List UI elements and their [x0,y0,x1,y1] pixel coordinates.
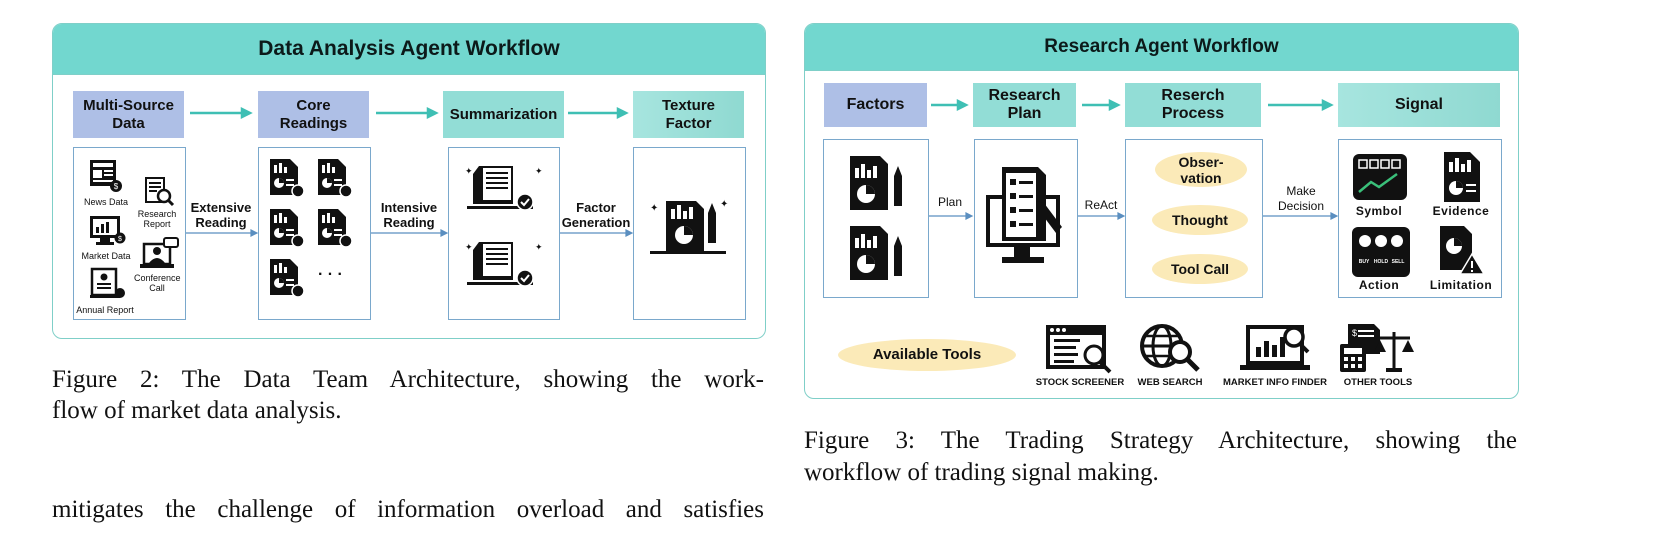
stage-signal: Signal [1338,83,1500,127]
symbol-icon [1353,154,1407,200]
market-info-finder-icon [1240,325,1310,370]
source-market-data: Market Data [81,251,131,261]
figure-3-caption-line-1: Figure 3: The Trading Strategy Architect… [804,427,1517,454]
arrow-label-factor-generation: Factor Generation [561,200,631,230]
source-research-report: Research Report [137,209,177,229]
news-icon: $ [90,160,122,192]
sell-label: SELL [1391,259,1405,265]
figure-2-caption-line-1: Figure 2: The Data Team Architecture, sh… [52,366,764,393]
web-search-icon [1140,324,1200,372]
thought-node: Thought [1152,205,1248,235]
buy-label: BUY [1358,259,1370,265]
stage-research-plan: Research Plan [973,83,1076,127]
svg-text:$: $ [1352,328,1357,338]
signal-symbol-label: Symbol [1355,204,1403,218]
tool-market-info-finder: MARKET INFO FINDER [1223,377,1327,388]
arrow-label-intensive-reading: Intensive Reading [380,200,438,230]
texture-factor-icon: ✦✦ [650,199,728,254]
arrow-label-extensive-reading: Extensive Reading [190,200,252,230]
stock-screener-icon [1046,325,1112,374]
observation-node: Obser-vation [1155,152,1247,187]
signal-action-label: Action [1358,278,1400,292]
svg-text:✦: ✦ [650,203,658,214]
signal-evidence-label: Evidence [1432,204,1490,218]
stage-core-readings: Core Readings [258,91,369,138]
factor-icons [850,156,902,280]
research-report-icon [145,177,175,207]
figure-3-caption-line-2: workflow of trading signal making. [804,459,1159,486]
arrow-label-make-decision: Make Decision [1277,184,1325,213]
stage-factors: Factors [824,83,927,127]
source-news-data: News Data [83,197,128,207]
research-plan-icon [986,167,1062,263]
source-conference-call: Conference Call [134,273,181,293]
conference-call-icon [140,237,179,268]
tool-other-tools: OTHER TOOLS [1343,377,1413,388]
action-icon: BUY HOLD SELL [1352,227,1410,277]
limitation-icon [1440,226,1486,275]
source-annual-report: Annual Report [76,305,134,315]
arrow-label-react: ReAct [1084,198,1118,212]
other-tools-icon: $ [1340,324,1414,372]
arrow-label-plan: Plan [937,195,963,209]
stage-summarization: Summarization [443,91,564,138]
svg-text:$: $ [114,182,119,191]
tool-web-search: WEB SEARCH [1137,377,1203,388]
stage-multi-source-data: Multi-Source Data [73,91,184,138]
evidence-icon [1444,152,1480,202]
stage-reserch-process: Reserch Process [1125,83,1261,127]
svg-text:✦: ✦ [720,199,728,210]
figure-2-caption-line-2: flow of market data analysis. [52,397,342,424]
stage-texture-factor: Texture Factor [633,91,744,138]
hold-label: HOLD [1373,259,1389,265]
available-tools-label: Available Tools [838,339,1016,371]
tool-stock-screener: STOCK SCREENER [1035,377,1125,388]
annual-report-icon [90,267,125,298]
market-data-icon: $ [90,216,126,245]
research-agent-title: Research Agent Workflow [805,24,1518,71]
svg-text:$: $ [118,236,122,243]
signal-limitation-label: Limitation [1429,278,1493,292]
tool-call-node: Tool Call [1152,254,1248,284]
body-text-line: mitigates the challenge of information o… [52,496,764,523]
data-analysis-title: Data Analysis Agent Workflow [53,24,765,75]
more-readings-ellipsis: · · · [318,266,343,283]
